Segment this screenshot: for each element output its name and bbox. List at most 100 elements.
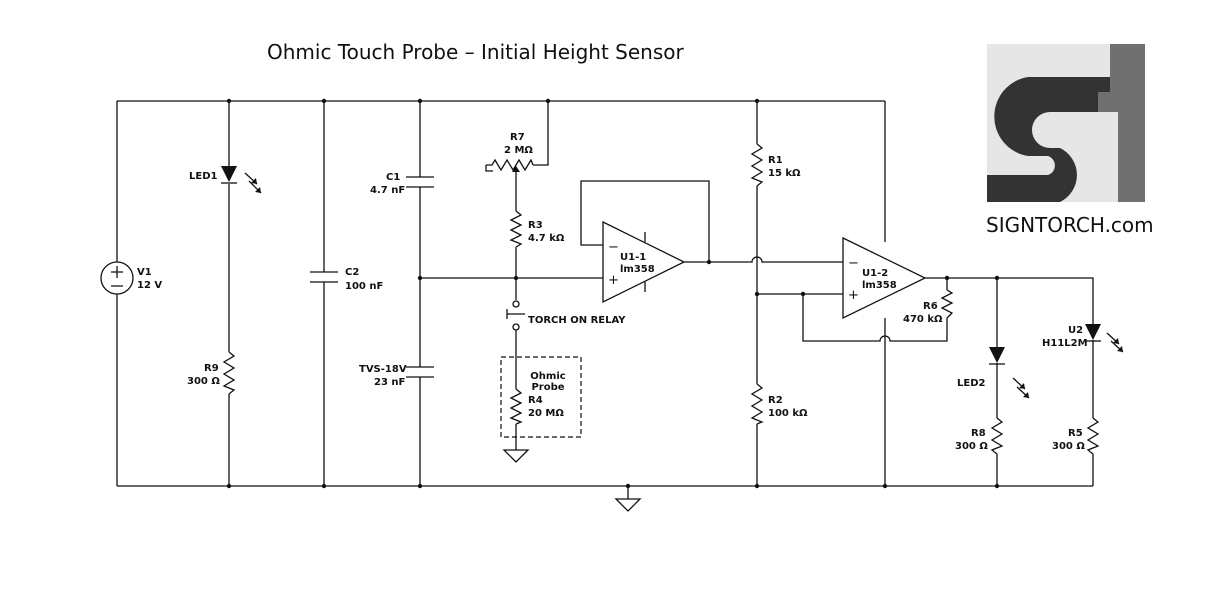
resistor-icon [222, 351, 236, 395]
r3-value: 4.7 kΩ [528, 233, 565, 244]
r9-value: 300 Ω [187, 376, 220, 387]
u2-part: H11L2M [1042, 338, 1088, 349]
potentiometer-icon [486, 158, 534, 172]
minus-sign: − [608, 240, 619, 255]
r4-value: 20 MΩ [528, 408, 564, 419]
led2: LED2 [957, 347, 1030, 399]
r7-value: 2 MΩ [504, 145, 533, 156]
led-diode-icon [1085, 324, 1101, 340]
plus-sign: + [848, 288, 859, 303]
tvs-value: 23 nF [374, 377, 405, 388]
source-polarity-icon [111, 266, 123, 287]
minus-sign: − [848, 256, 859, 271]
r2: R2 100 kΩ [750, 383, 808, 425]
c1: C1 4.7 nF [370, 172, 434, 196]
opamp-triangle-icon [602, 220, 686, 304]
r1-value: 15 kΩ [768, 168, 801, 179]
r3: R3 4.7 kΩ [509, 210, 565, 248]
u1-1-ref: U1-1 [620, 252, 646, 263]
probe-line1: Ohmic [530, 371, 565, 382]
c1-value: 4.7 nF [370, 185, 405, 196]
r6-ref: R6 [923, 301, 938, 312]
r5: R5 300 Ω [1052, 417, 1100, 455]
r8-value: 300 Ω [955, 441, 988, 452]
r9: R9 300 Ω [187, 351, 236, 395]
logo-s-shape [987, 44, 1110, 202]
resistor-icon [1086, 417, 1100, 455]
main-ground-icon [614, 498, 642, 512]
ohmic-probe: Ohmic Probe R4 20 MΩ [500, 356, 582, 438]
c1-ref: C1 [386, 172, 400, 183]
r7: R7 2 MΩ [486, 132, 534, 176]
resistor-icon [750, 383, 764, 425]
resistor-icon [509, 210, 523, 248]
r5-value: 300 Ω [1052, 441, 1085, 452]
diagram-title: Ohmic Touch Probe – Initial Height Senso… [267, 40, 685, 64]
u1-1-part: lm358 [620, 264, 655, 275]
u1-1-opamp: − + U1-1 lm358 [602, 220, 686, 304]
resistor-icon [509, 388, 523, 425]
capacitor-icon [406, 366, 434, 378]
u1-2-part: lm358 [862, 280, 897, 291]
tvs-18v: TVS-18V 23 nF [359, 364, 434, 388]
led1: LED1 [189, 166, 262, 194]
led-diode-icon [221, 166, 237, 182]
led-diode-icon [989, 347, 1005, 363]
c2-value: 100 nF [345, 281, 383, 292]
r8-ref: R8 [971, 428, 986, 439]
u1-2-opamp: − + U1-2 lm358 [842, 236, 927, 320]
v1-value: 12 V [137, 280, 162, 291]
arrowheads-icon [1113, 338, 1123, 352]
u2-optocoupler: U2 H11L2M [1042, 324, 1124, 353]
arrowheads-icon [251, 178, 261, 193]
r3-ref: R3 [528, 220, 543, 231]
v1-source: V1 12 V [100, 261, 162, 295]
r2-ref: R2 [768, 395, 783, 406]
opamp-triangle-icon [842, 236, 927, 320]
capacitor-icon [310, 271, 338, 283]
switch-contact-icon [512, 300, 520, 308]
dc-source-icon [100, 261, 134, 295]
brand-site-text: SIGNTORCH.com [986, 213, 1154, 237]
logo-t-top [1110, 44, 1145, 92]
r7-right-lead [533, 101, 549, 166]
wiper-arrow-icon [512, 166, 520, 172]
push-switch-icon [506, 309, 525, 319]
r1: R1 15 kΩ [750, 143, 801, 187]
c2-ref: C2 [345, 267, 359, 278]
probe-ground-icon [502, 449, 530, 463]
r7-ref: R7 [510, 132, 525, 143]
r5-ref: R5 [1068, 428, 1083, 439]
led1-ref: LED1 [189, 171, 218, 182]
signtorch-logo: SIGNTORCH.com [986, 44, 1154, 237]
capacitor-icon [406, 176, 434, 188]
torch-on-relay: TORCH ON RELAY [506, 300, 626, 331]
resistor-icon [990, 417, 1004, 455]
relay-label: TORCH ON RELAY [528, 315, 626, 326]
tvs-ref: TVS-18V [359, 364, 407, 375]
r9-ref: R9 [204, 363, 219, 374]
r2-value: 100 kΩ [768, 408, 808, 419]
arrowheads-icon [1019, 383, 1029, 398]
r4-ref: R4 [528, 395, 543, 406]
u2-ref: U2 [1068, 325, 1083, 336]
u1-2-output-bus [925, 277, 1094, 324]
resistor-icon [750, 143, 764, 187]
logo-t-bar [1098, 92, 1145, 112]
r6-value: 470 kΩ [903, 314, 943, 325]
switch-contact-icon [512, 323, 520, 331]
probe-box [500, 356, 582, 438]
resistor-icon [940, 289, 954, 319]
v1-ref: V1 [137, 267, 152, 278]
u1-1-feedback [580, 180, 710, 262]
r6: R6 470 kΩ [903, 289, 954, 325]
plus-sign: + [608, 273, 619, 288]
r8: R8 300 Ω [955, 417, 1004, 455]
r1-ref: R1 [768, 155, 783, 166]
r7-left-lead [485, 165, 493, 172]
probe-line2: Probe [531, 382, 564, 393]
u1-2-ref: U1-2 [862, 268, 888, 279]
led2-ref: LED2 [957, 378, 986, 389]
c2: C2 100 nF [310, 267, 383, 292]
